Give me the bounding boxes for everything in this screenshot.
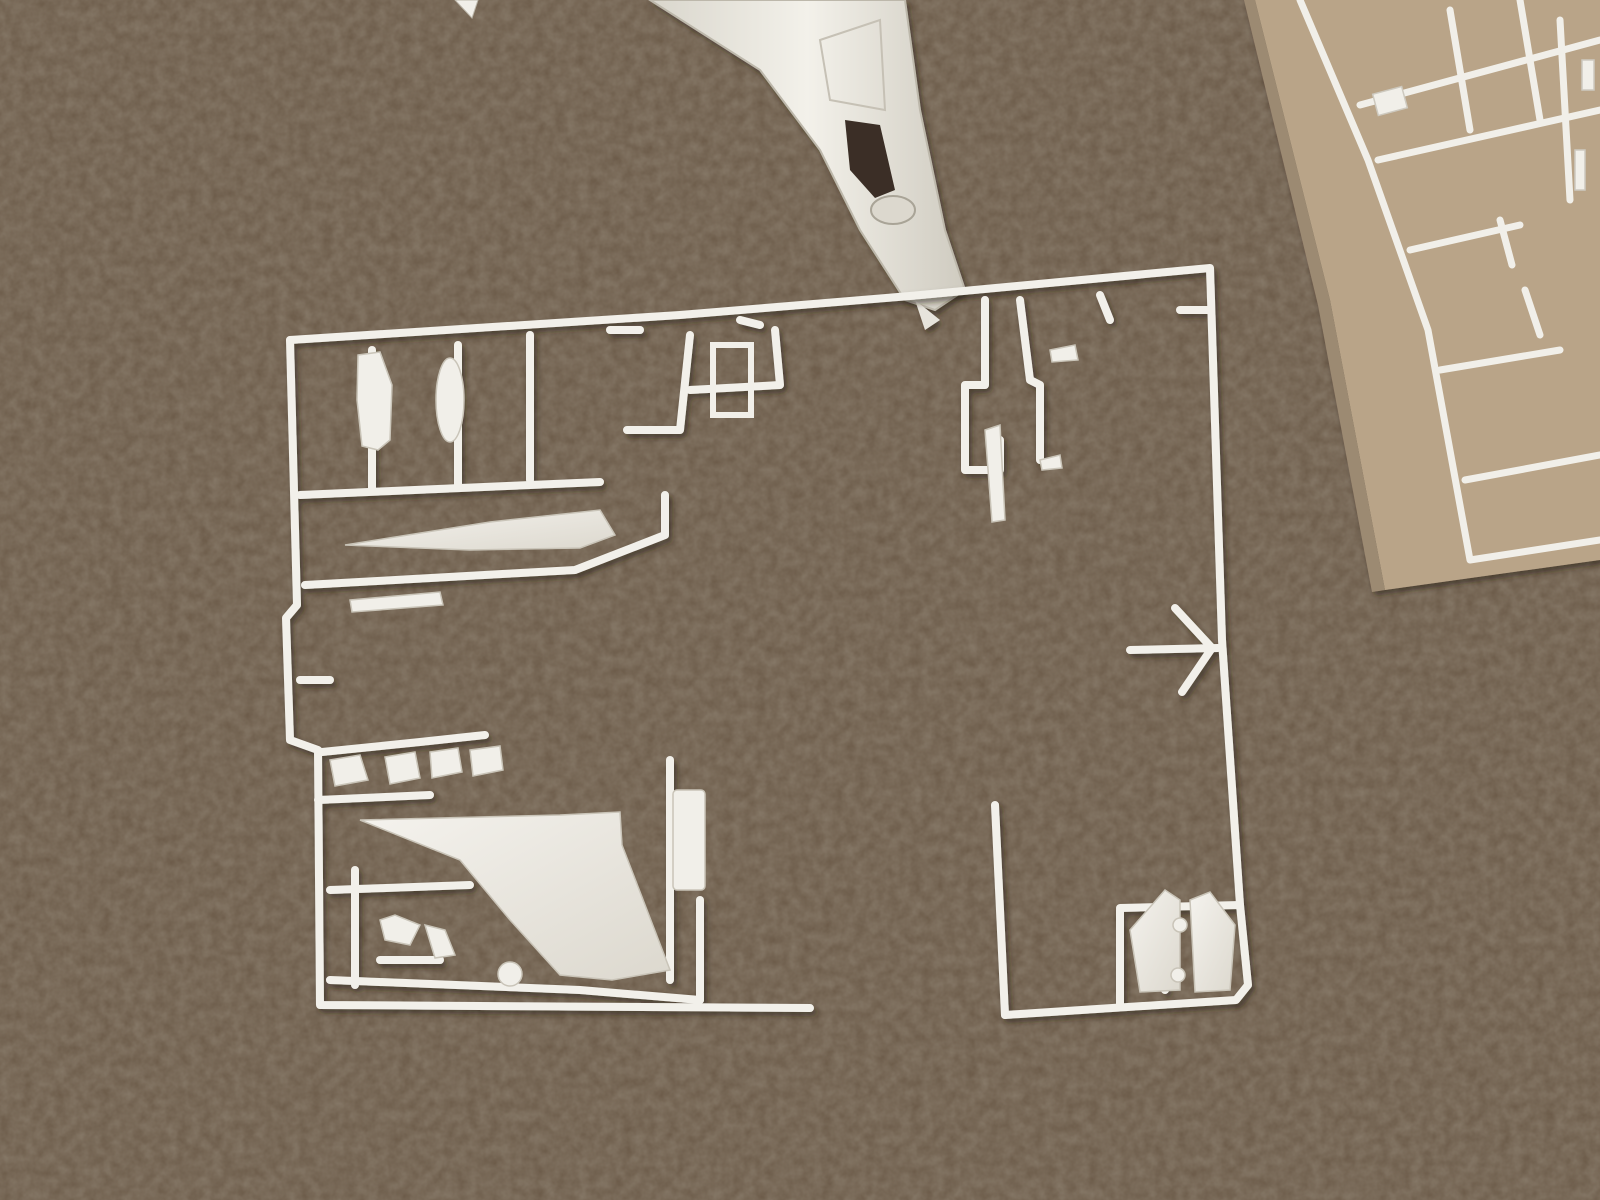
small-part-4	[469, 745, 504, 777]
sprue-frame	[282, 264, 1252, 1019]
aircraft-fuselage	[648, 0, 967, 330]
small-part-1	[329, 754, 369, 787]
small-part-2	[384, 751, 421, 785]
wing-part-lower	[359, 811, 672, 981]
tab-part	[672, 789, 706, 891]
panel-part-lower-right	[1129, 889, 1181, 993]
sprue-frame-in-box	[1296, 0, 1600, 564]
pilot-figure-part	[356, 351, 393, 451]
wheel-part	[497, 961, 523, 987]
sprue-parts	[329, 342, 1236, 993]
aircraft-fin-tip	[454, 0, 479, 19]
frame-part	[710, 342, 754, 418]
small-part-3	[429, 747, 463, 779]
cardboard-box	[1244, 0, 1600, 592]
sprue-parts-in-box	[1371, 59, 1595, 191]
wing-part-upper	[344, 509, 617, 551]
canopy-part	[435, 357, 465, 443]
